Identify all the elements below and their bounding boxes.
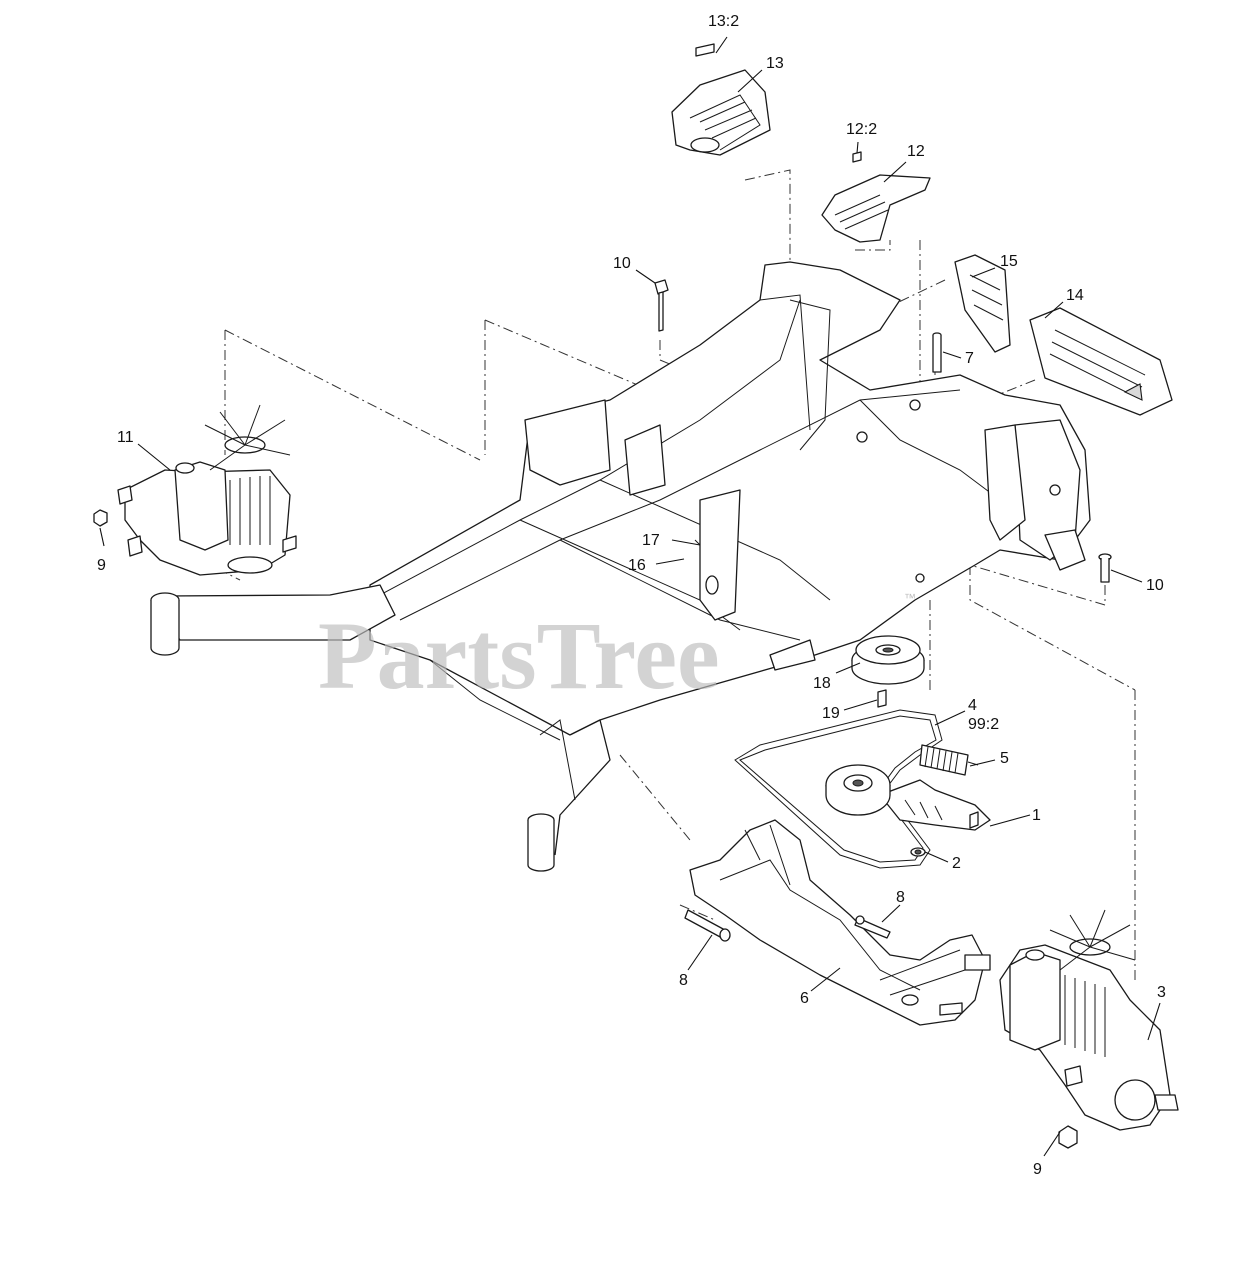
part-10-bolt-right xyxy=(1098,553,1112,583)
callout-8-left: 8 xyxy=(679,972,688,989)
front-axle xyxy=(150,584,611,872)
part-10-bolt-top xyxy=(654,279,669,332)
callout-13-2: 13:2 xyxy=(708,13,739,30)
part-19-key xyxy=(877,689,887,708)
callout-2: 2 xyxy=(952,855,961,872)
watermark-trademark: ™ xyxy=(904,591,916,605)
part-7-pin xyxy=(932,332,942,373)
callout-11: 11 xyxy=(117,429,134,446)
part-11-transmission xyxy=(117,404,297,576)
callout-10-right: 10 xyxy=(1146,577,1164,594)
callout-10-top: 10 xyxy=(613,255,631,272)
callout-1: 1 xyxy=(1032,807,1041,824)
part-8-pin-left xyxy=(684,909,731,942)
leader-lines xyxy=(99,36,1161,1157)
part-14-guard xyxy=(1029,307,1173,416)
watermark: PartsTree ™ xyxy=(318,591,916,709)
callout-18: 18 xyxy=(813,675,831,692)
callout-5: 5 xyxy=(1000,750,1009,767)
callout-8-right: 8 xyxy=(896,889,905,906)
part-18-pulley xyxy=(851,635,925,685)
part-5-spring xyxy=(919,744,979,776)
part-9-nut-bottom xyxy=(1058,1125,1078,1149)
callout-4: 4 xyxy=(968,697,977,714)
callout-12: 12 xyxy=(907,143,925,160)
watermark-text: PartsTree xyxy=(318,602,720,709)
callout-13: 13 xyxy=(766,55,784,72)
part-15-plate xyxy=(954,254,1011,353)
callout-14: 14 xyxy=(1066,287,1084,304)
callout-7: 7 xyxy=(965,350,974,367)
callouts: 13:2 13 12:2 12 10 15 14 7 11 9 17 16 10… xyxy=(97,13,1166,1178)
callout-99-2: 99:2 xyxy=(968,716,999,733)
part-1-idler-arm xyxy=(825,764,991,831)
part-3-transmission xyxy=(999,909,1179,1131)
callout-19: 19 xyxy=(822,705,840,722)
callout-6: 6 xyxy=(800,990,809,1007)
callout-12-2: 12:2 xyxy=(846,121,877,138)
part-8-pin-right xyxy=(854,915,891,939)
part-2-bushing xyxy=(910,847,926,857)
frame-chassis xyxy=(369,261,1091,741)
callout-9-bottom: 9 xyxy=(1033,1161,1042,1178)
callout-9-left: 9 xyxy=(97,557,106,574)
part-6-mount xyxy=(689,819,991,1026)
part-13-guard xyxy=(671,43,771,156)
callout-3: 3 xyxy=(1157,984,1166,1001)
callout-16: 16 xyxy=(628,557,646,574)
part-4-belt xyxy=(734,709,943,869)
callout-15: 15 xyxy=(1000,253,1018,270)
callout-17: 17 xyxy=(642,532,660,549)
part-9-nut-left xyxy=(93,509,108,527)
part-12-guard xyxy=(821,151,931,243)
